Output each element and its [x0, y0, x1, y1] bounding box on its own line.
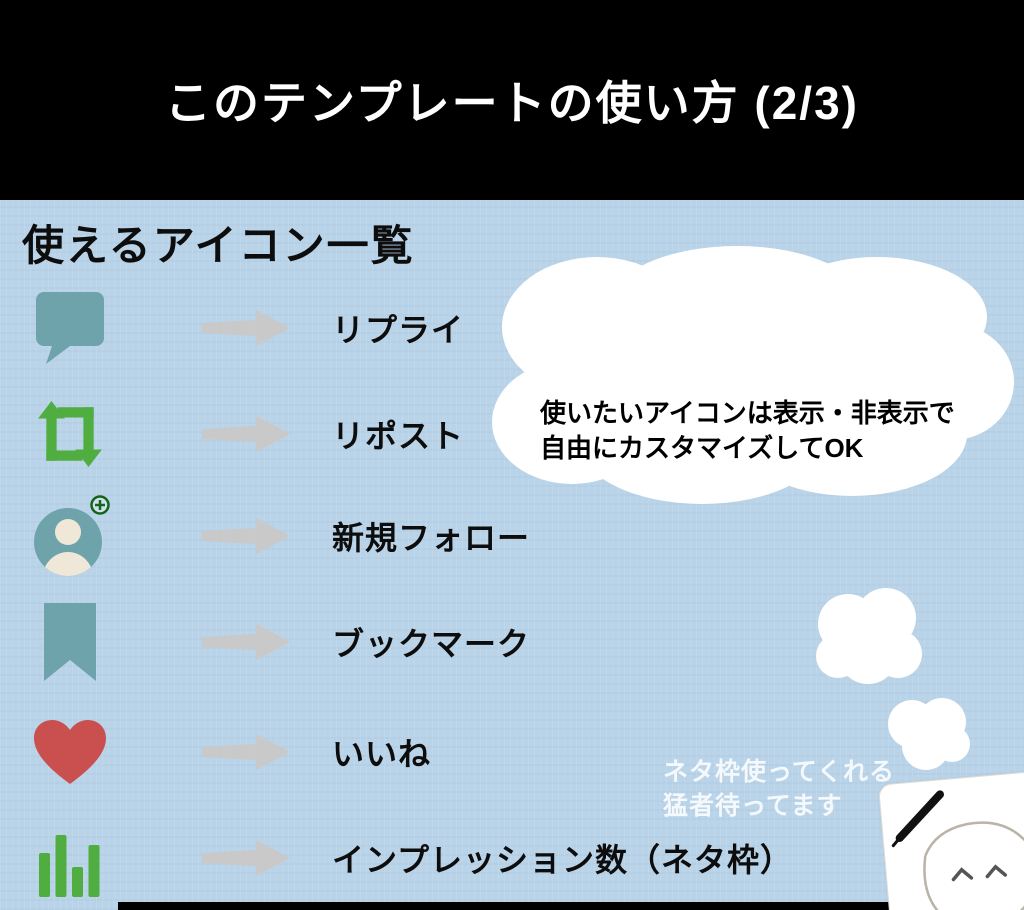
icon-row-like: いいね: [30, 710, 431, 794]
slide-header: このテンプレートの使い方 (2/3): [0, 0, 1024, 200]
impressions-icon-svg: [39, 835, 100, 897]
icon-row-repost: リポスト: [30, 392, 464, 476]
thought-cloud-text: 使いたいアイコンは表示・非表示で 自由にカスタマイズしてOK: [540, 396, 955, 466]
new-follow-icon: [30, 494, 110, 578]
thought-trail-cloud-small: [888, 698, 970, 770]
icon-row-reply: リプライ: [30, 286, 464, 370]
icon-row-bookmark: ブックマーク: [30, 600, 530, 684]
doodle-paper: [878, 770, 1024, 910]
section-title: 使えるアイコン一覧: [22, 222, 415, 269]
watermark-line2: 猛者待ってます: [663, 792, 843, 820]
bookmark-icon-svg: [44, 603, 96, 681]
thought-cloud-line2: 自由にカスタマイズしてOK: [540, 433, 864, 463]
thought-cloud: [492, 246, 1014, 504]
arrow-icon: [200, 732, 292, 772]
like-icon: [30, 718, 110, 786]
icon-row-new-follow: 新規フォロー: [30, 494, 530, 578]
watermark-text: ネタ枠使ってくれる 猛者待ってます: [663, 755, 895, 823]
row-label-reply: リプライ: [332, 312, 465, 348]
icon-row-impressions: インプレッション数（ネタ枠）: [30, 816, 793, 900]
impressions-icon: [30, 819, 110, 897]
reply-icon: [30, 290, 110, 366]
reply-icon-svg: [36, 292, 104, 364]
bottom-border-bar: [118, 902, 1024, 910]
thought-cloud-line1: 使いたいアイコンは表示・非表示で: [540, 398, 955, 428]
arrow-icon: [200, 516, 292, 556]
like-icon-svg: [34, 720, 106, 784]
repost-icon: [30, 399, 110, 469]
row-label-impressions: インプレッション数（ネタ枠）: [332, 842, 794, 878]
repost-icon-svg: [38, 401, 102, 467]
bookmark-icon: [30, 603, 110, 681]
row-label-repost: リポスト: [332, 418, 465, 454]
doodle-character-icon: [891, 790, 1024, 910]
arrow-icon: [200, 838, 292, 878]
arrow-icon: [200, 308, 292, 348]
thought-trail-cloud-medium: [816, 588, 922, 684]
row-label-like: いいね: [332, 736, 432, 772]
new-follow-icon-svg: [34, 495, 110, 576]
watermark-line1: ネタ枠使ってくれる: [663, 758, 896, 786]
row-label-new-follow: 新規フォロー: [332, 520, 531, 556]
row-label-bookmark: ブックマーク: [332, 626, 531, 662]
arrow-icon: [200, 622, 292, 662]
arrow-icon: [200, 414, 292, 454]
slide-title: このテンプレートの使い方 (2/3): [165, 77, 859, 129]
